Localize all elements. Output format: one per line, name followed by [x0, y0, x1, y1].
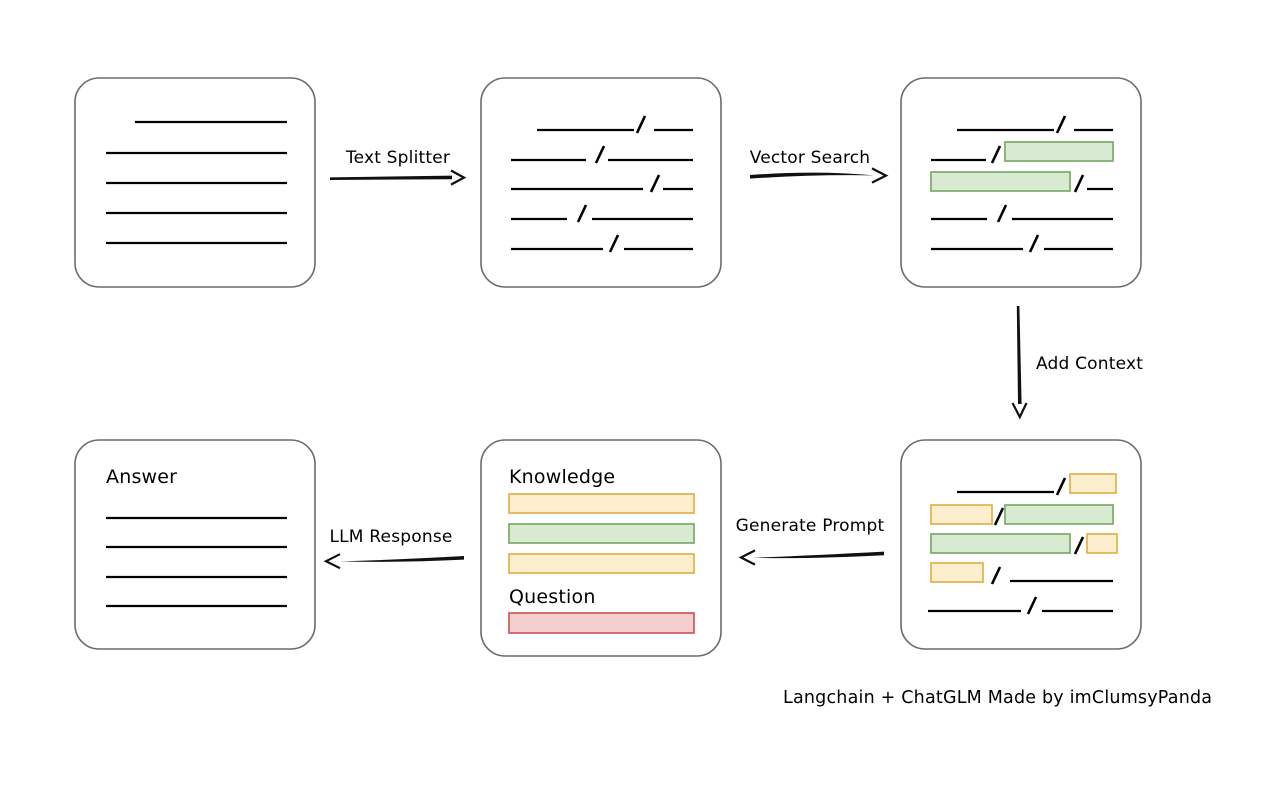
node-search-result[interactable]: [900, 77, 1142, 288]
edge-llm-response[interactable]: LLM Response: [323, 527, 464, 570]
knowledge-bars: [508, 493, 695, 574]
edge-text-splitter[interactable]: Text Splitter: [330, 148, 467, 186]
node-split-document[interactable]: [480, 77, 722, 288]
knowledge-label: Knowledge: [509, 466, 615, 488]
answer-lines: [106, 516, 287, 608]
question-bars: [508, 612, 695, 634]
question-label: Question: [509, 586, 596, 608]
edge-text-splitter-line: [330, 175, 452, 180]
split-document-rows: [511, 115, 693, 253]
edge-vector-search[interactable]: Vector Search: [750, 148, 889, 184]
matched-chunk-green: [1004, 141, 1114, 162]
edge-vector-search-label: Vector Search: [750, 148, 871, 168]
footer-credit: Langchain + ChatGLM Made by imClumsyPand…: [783, 688, 1212, 708]
edge-vector-search-line: [750, 172, 874, 179]
edge-vector-search-arrowhead: [871, 167, 889, 184]
context-chunk-yellow: [930, 504, 993, 525]
edge-generate-prompt-label: Generate Prompt: [736, 516, 885, 536]
edge-generate-prompt[interactable]: Generate Prompt: [736, 516, 885, 566]
source-document-lines: [106, 120, 287, 245]
matched-chunk-green: [930, 533, 1071, 554]
edge-add-context-line: [1016, 306, 1022, 404]
knowledge-bar-green: [508, 523, 695, 544]
edge-llm-response-label: LLM Response: [329, 527, 452, 547]
edge-add-context[interactable]: Add Context: [1011, 306, 1144, 420]
context-document-rows: [928, 473, 1118, 615]
edge-generate-prompt-line: [752, 551, 884, 559]
node-context-document[interactable]: [900, 439, 1142, 650]
edge-generate-prompt-arrowhead: [738, 549, 756, 566]
knowledge-bar-yellow: [508, 553, 695, 574]
knowledge-bar-yellow: [508, 493, 695, 514]
node-source-document[interactable]: [74, 77, 316, 288]
context-chunk-yellow: [1086, 533, 1118, 554]
edge-add-context-label: Add Context: [1036, 354, 1143, 374]
edge-text-splitter-label: Text Splitter: [345, 148, 450, 168]
question-bar-red: [508, 612, 695, 634]
context-chunk-yellow: [930, 562, 984, 583]
search-result-rows: [930, 115, 1114, 253]
matched-chunk-green: [930, 171, 1071, 192]
answer-label: Answer: [106, 466, 177, 488]
edge-text-splitter-arrowhead: [450, 169, 467, 186]
matched-chunk-green: [1004, 504, 1114, 525]
edge-add-context-arrowhead: [1011, 402, 1028, 420]
context-chunk-yellow: [1069, 473, 1117, 494]
edge-llm-response-arrowhead: [323, 553, 341, 570]
node-prompt[interactable]: Knowledge Question: [480, 439, 722, 657]
node-answer[interactable]: Answer: [74, 439, 316, 650]
answer-box: [74, 439, 316, 650]
split-document-box: [480, 77, 722, 288]
edge-llm-response-line: [340, 556, 464, 562]
